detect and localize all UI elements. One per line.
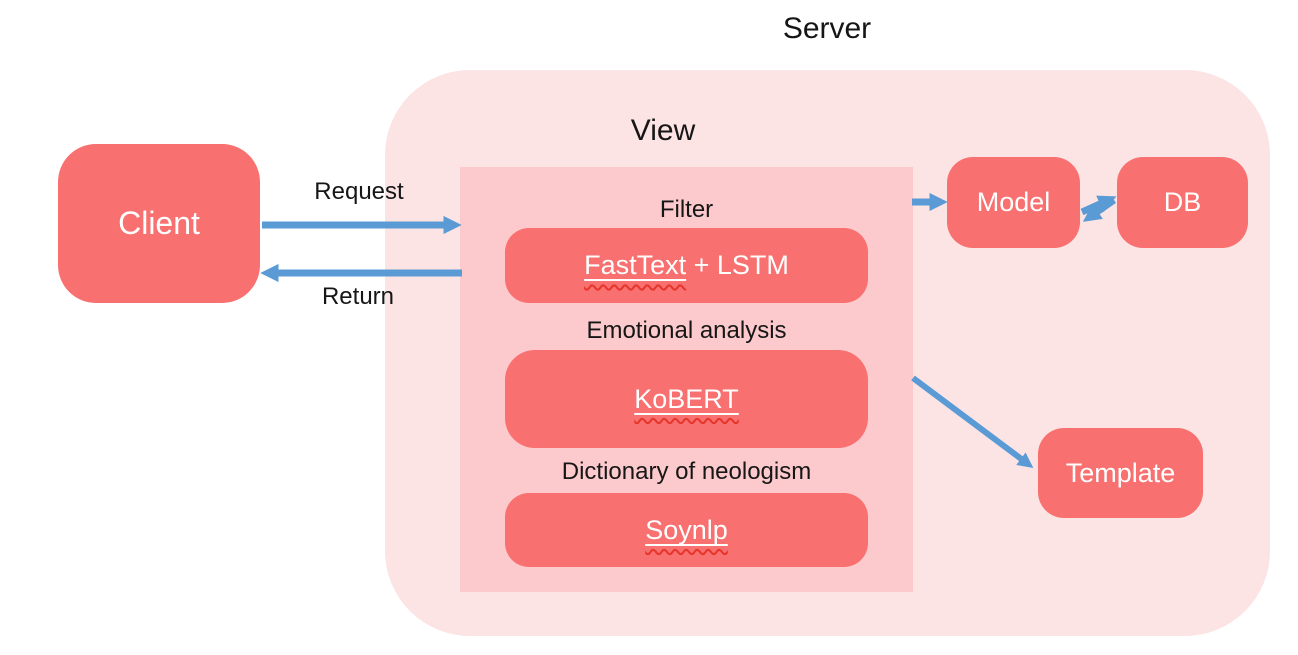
model-label: Model [976, 187, 1051, 217]
kobert-label: KoBERT [634, 383, 739, 414]
fasttext-lstm-label: FastText + LSTM [584, 250, 789, 280]
db-label: DB [1163, 187, 1202, 217]
return-label: Return [321, 283, 395, 310]
server-title: Server [782, 12, 872, 45]
soynlp-label: Soynlp [645, 514, 728, 545]
fasttext-lstm-box: FastText + LSTM [505, 228, 868, 303]
kobert-box: KoBERT [505, 350, 868, 448]
client-label: Client [118, 205, 200, 241]
emotional-analysis-heading: Emotional analysis [586, 317, 787, 344]
template-box: Template [1038, 428, 1203, 518]
model-box: Model [947, 157, 1080, 248]
client-box: Client [58, 144, 260, 303]
soynlp-box: Soynlp [505, 493, 868, 567]
template-label: Template [1065, 457, 1176, 488]
db-box: DB [1117, 157, 1248, 248]
view-title: View [630, 114, 696, 147]
dictionary-of-neologism-heading: Dictionary of neologism [561, 458, 812, 485]
filter-heading: Filter [659, 196, 714, 223]
request-label: Request [314, 178, 404, 205]
